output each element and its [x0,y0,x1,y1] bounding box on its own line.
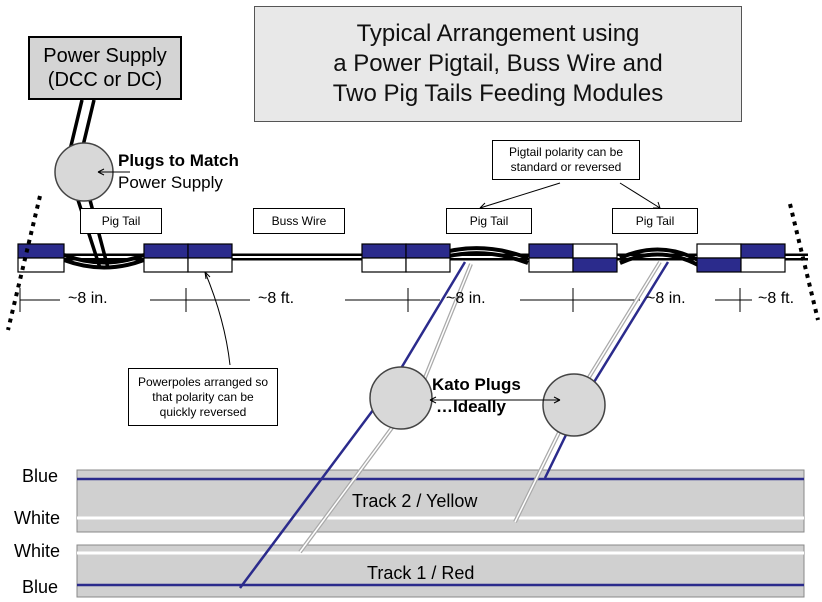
pigtail-label-right: Pig Tail [612,208,698,234]
dimension-4: ~8 in. [646,290,686,307]
title-line-1: Typical Arrangement using [356,20,640,47]
dimension-1: ~8 in. [68,290,108,307]
track-2 [76,469,805,533]
pigtail-label-mid: Pig Tail [446,208,532,234]
plugs-label-line-2: Power Supply [118,173,223,192]
power-supply-line-2: (DCC or DC) [47,69,163,91]
title-line-3: Two Pig Tails Feeding Modules [332,80,664,107]
dimension-3: ~8 in. [446,290,486,307]
polarity-note: Pigtail polarity can be standard or reve… [492,140,640,180]
title-box: Typical Arrangement using a Power Pigtai… [254,6,742,122]
module-end-markers [6,195,820,331]
feeder-wires [238,260,670,589]
pigtail-label-left: Pig Tail [80,208,162,234]
buss-wire-text: Buss Wire [271,214,327,228]
side-label-blue-bottom: Blue [22,577,59,597]
powerpoles-note-line-2: that polarity can be [152,389,254,404]
kato-label-line-1: Kato Plugs [432,375,521,394]
pigtail-right-text: Pig Tail [635,214,675,228]
powerpoles-note-line-3: quickly reversed [159,404,247,419]
pointer-arrows [97,168,661,404]
power-supply-box: Power Supply (DCC or DC) [28,36,182,100]
pigtail-left-text: Pig Tail [101,214,141,228]
polarity-note-line-2: standard or reversed [510,160,622,174]
side-label-blue-top: Blue [22,466,59,486]
powerpoles-note: Powerpoles arranged so that polarity can… [128,368,278,426]
plugs-label: Plugs to Match Power Supply [118,150,239,194]
buss-wire-label: Buss Wire [253,208,345,234]
power-supply-line-1: Power Supply [43,45,167,67]
powerpole-blocks [17,243,786,273]
plugs-label-line-1: Plugs to Match [118,151,239,170]
dimension-lines [19,288,752,312]
kato-plug-left [369,366,433,430]
side-label-white-top: White [14,508,61,528]
dimension-2: ~8 ft. [258,290,295,307]
dimension-5: ~8 ft. [758,290,795,307]
track-1-label: Track 1 / Red [367,563,475,583]
pigtail-waves [63,246,699,270]
polarity-note-line-1: Pigtail polarity can be [508,145,624,159]
pigtail-mid-text: Pig Tail [469,214,509,228]
kato-plugs-label: Kato Plugs …Ideally [432,374,521,418]
track-2-label: Track 2 / Yellow [352,491,478,511]
title-line-2: a Power Pigtail, Buss Wire and [333,50,663,77]
powerpoles-note-line-1: Powerpoles arranged so [137,374,269,389]
kato-plug-right [542,373,606,437]
kato-label-line-2: …Ideally [436,397,506,416]
side-label-white-bottom: White [14,541,61,561]
